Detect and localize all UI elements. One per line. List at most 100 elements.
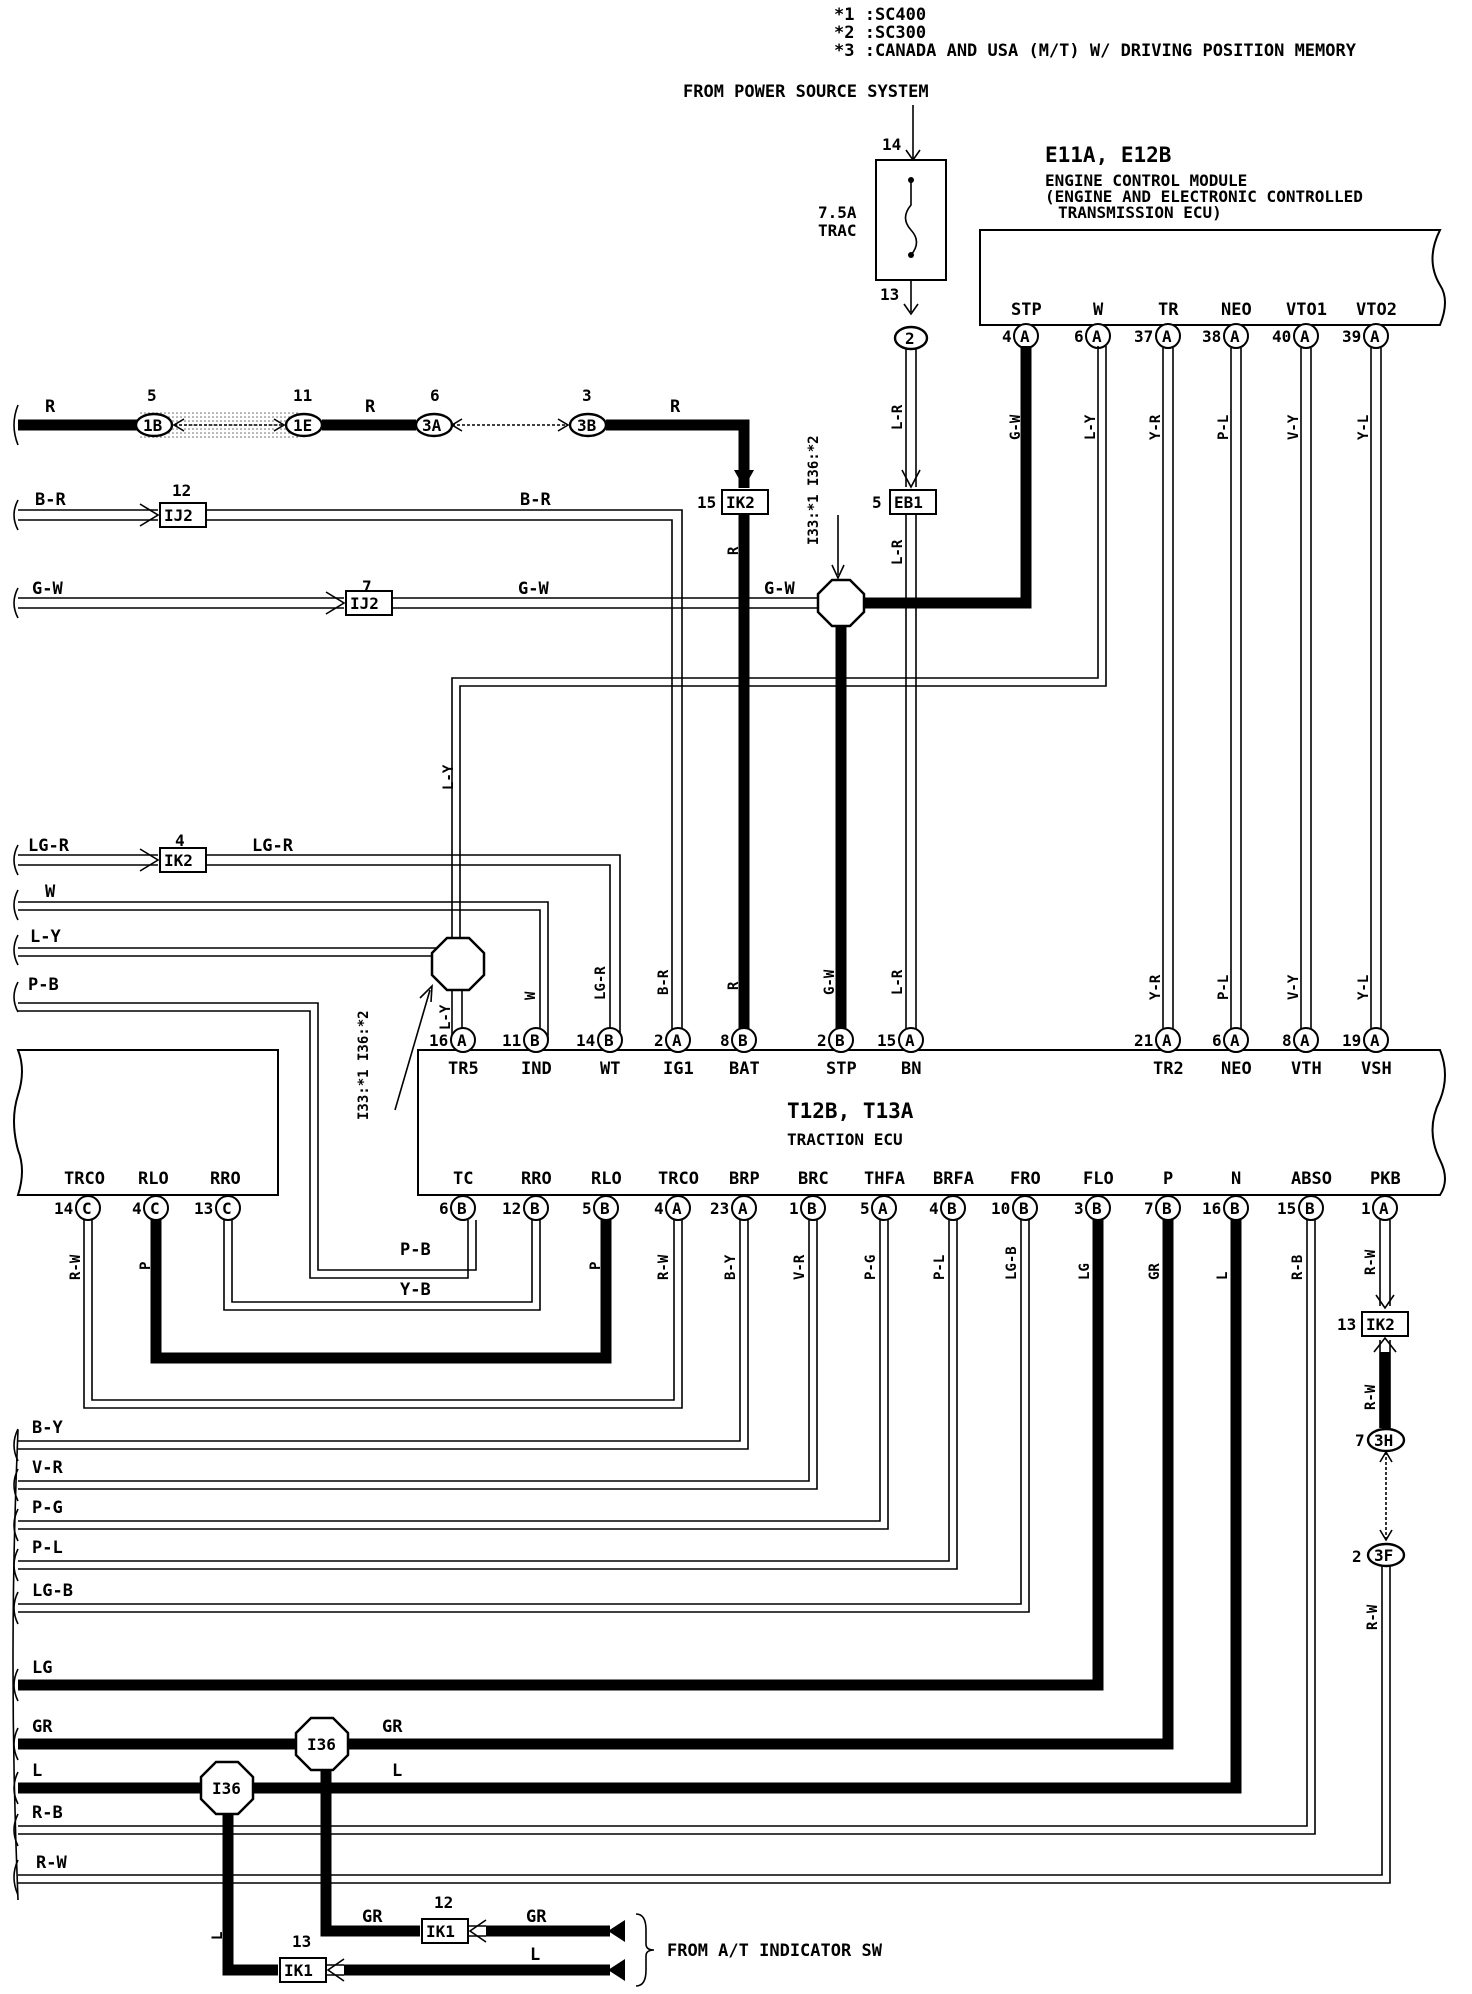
ecm-name-1: ENGINE CONTROL MODULE	[1045, 171, 1247, 190]
ecm-pin-4-num: 40	[1272, 327, 1291, 346]
svg-text:GR: GR	[526, 1907, 547, 1927]
tecu-bottom-pin-10-conn: B	[1162, 1199, 1172, 1218]
tecu-top-pin-8-label: NEO	[1221, 1059, 1252, 1079]
svg-text:EB1: EB1	[894, 493, 923, 512]
junction-i33-i36-top	[816, 578, 866, 628]
connector-ik1-12	[421, 1918, 469, 1944]
svg-text:L-Y: L-Y	[438, 1004, 454, 1030]
left-box-pin-0-conn: C	[82, 1199, 92, 1218]
tecu-bottom-pin-5-conn: B	[807, 1199, 817, 1218]
svg-text:IJ2: IJ2	[164, 506, 193, 525]
tecu-wire-label-4: V-Y	[1286, 974, 1302, 1000]
bus-left-label-8: R-B	[32, 1803, 63, 1823]
tecu-bottom-pin-9-conn: B	[1092, 1199, 1102, 1218]
svg-text:R-W: R-W	[68, 1254, 84, 1280]
tecu-wire-label-5: Y-L	[1356, 975, 1372, 1000]
svg-text:R-W: R-W	[1365, 1604, 1381, 1630]
tecu-top-pin-8-circle	[1223, 1027, 1249, 1053]
svg-text:11: 11	[293, 386, 312, 405]
tecu-bottom-pin-0-circle	[450, 1195, 476, 1221]
svg-text:B-R: B-R	[35, 490, 66, 510]
tecu-top-pin-6-num: 15	[877, 1031, 896, 1050]
svg-text:R: R	[45, 397, 56, 417]
connector-eb1	[889, 489, 937, 515]
ecm-pin-5-conn: A	[1370, 327, 1380, 346]
connector-2	[893, 325, 929, 351]
svg-text:L-Y: L-Y	[1083, 414, 1099, 440]
tecu-bottom-pin-0-conn: B	[457, 1199, 467, 1218]
svg-text:GR: GR	[362, 1907, 383, 1927]
svg-text:R-W: R-W	[656, 1254, 672, 1280]
svg-text:R-W: R-W	[1363, 1384, 1379, 1410]
tecu-top-pin-9-label: VTH	[1291, 1059, 1322, 1079]
svg-text:13: 13	[1337, 1315, 1356, 1334]
tecu-bottom-label-12: ABSO	[1291, 1169, 1332, 1189]
svg-text:B-R: B-R	[656, 969, 672, 995]
left-box-pin-0-circle	[75, 1195, 101, 1221]
tecu-bottom-pin-2-num: 5	[582, 1199, 592, 1218]
tecu-wire-label-3: P-L	[1216, 975, 1232, 1000]
connector-ij2-12	[159, 502, 207, 528]
tecu-bottom-pin-12-circle	[1298, 1195, 1324, 1221]
ecm-pin-1-conn: A	[1092, 327, 1102, 346]
tecu-bottom-pin-13-circle	[1372, 1195, 1398, 1221]
tecu-top-pin-5-circle	[828, 1027, 854, 1053]
svg-text:4: 4	[175, 831, 185, 850]
connector-ik2-15	[721, 489, 769, 515]
svg-text:7: 7	[1355, 1431, 1365, 1450]
tecu-top-pin-8-num: 6	[1212, 1031, 1222, 1050]
svg-text:R: R	[726, 546, 742, 555]
connector-ij2-7	[345, 590, 393, 616]
ecm-pin-2-label: TR	[1158, 300, 1179, 320]
tecu-bottom-pin-1-num: 12	[502, 1199, 521, 1218]
tecu-top-pin-5-num: 2	[817, 1031, 827, 1050]
tecu-top-pin-7-conn: A	[1162, 1031, 1172, 1050]
tecu-bottom-label-11: N	[1231, 1169, 1241, 1189]
tecu-top-pin-0-label: TR5	[448, 1059, 479, 1079]
tecu-bottom-pin-6-num: 5	[860, 1199, 870, 1218]
svg-text:G-W: G-W	[822, 969, 838, 995]
left-box-pin-2-conn: C	[222, 1199, 232, 1218]
tecu-top-pin-6-circle	[898, 1027, 924, 1053]
ecm-pin-2-conn: A	[1162, 327, 1172, 346]
tecu-top-pin-10-conn: A	[1370, 1031, 1380, 1050]
fuse-pin-in: 14	[882, 135, 901, 154]
tecu-bottom-label-13: PKB	[1370, 1169, 1401, 1189]
ecm-box	[979, 229, 1446, 326]
tecu-bottom-pin-2-conn: B	[600, 1199, 610, 1218]
tecu-bottom-pin-8-circle	[1012, 1195, 1038, 1221]
tecu-bottom-pin-8-conn: B	[1019, 1199, 1029, 1218]
svg-text:P-B: P-B	[400, 1240, 431, 1260]
svg-text:2: 2	[1352, 1547, 1362, 1566]
svg-text:5: 5	[147, 386, 157, 405]
tecu-top-pin-7-circle	[1155, 1027, 1181, 1053]
svg-text:3H: 3H	[1374, 1431, 1393, 1450]
ecm-pin-0-num: 4	[1002, 327, 1012, 346]
tecu-bottom-label-10: P	[1163, 1169, 1173, 1189]
bus-pin-label-4: LG-B	[1004, 1246, 1020, 1280]
tecu-top-pin-4-circle	[731, 1027, 757, 1053]
svg-text:G-W: G-W	[518, 579, 549, 599]
ecm-wire-label-3: P-L	[1216, 415, 1232, 440]
svg-text:7: 7	[362, 577, 372, 596]
tecu-bottom-pin-13-num: 1	[1361, 1199, 1371, 1218]
tecu-bottom-label-1: RRO	[521, 1169, 552, 1189]
bus-left-label-7: L	[32, 1761, 42, 1781]
tecu-bottom-pin-1-circle	[523, 1195, 549, 1221]
tecu-bottom-pin-7-num: 4	[929, 1199, 939, 1218]
tecu-top-pin-3-label: IG1	[663, 1059, 694, 1079]
svg-text:I36: I36	[307, 1735, 336, 1754]
tecu-bottom-label-4: BRP	[729, 1169, 760, 1189]
svg-text:R-W: R-W	[1363, 1249, 1379, 1275]
svg-text:I33:*1 I36:*2: I33:*1 I36:*2	[356, 1010, 372, 1120]
tecu-bottom-pin-4-circle	[731, 1195, 757, 1221]
svg-text:W: W	[523, 991, 539, 1000]
svg-text:L: L	[530, 1945, 540, 1965]
tecu-top-pin-0-circle	[450, 1027, 476, 1053]
svg-text:P-B: P-B	[28, 975, 59, 995]
svg-text:L-Y: L-Y	[441, 764, 457, 790]
tecu-top-pin-4-num: 8	[720, 1031, 730, 1050]
connector-ik1-13	[279, 1957, 327, 1983]
left-box-pin-2-num: 13	[194, 1199, 213, 1218]
svg-text:5: 5	[872, 493, 882, 512]
